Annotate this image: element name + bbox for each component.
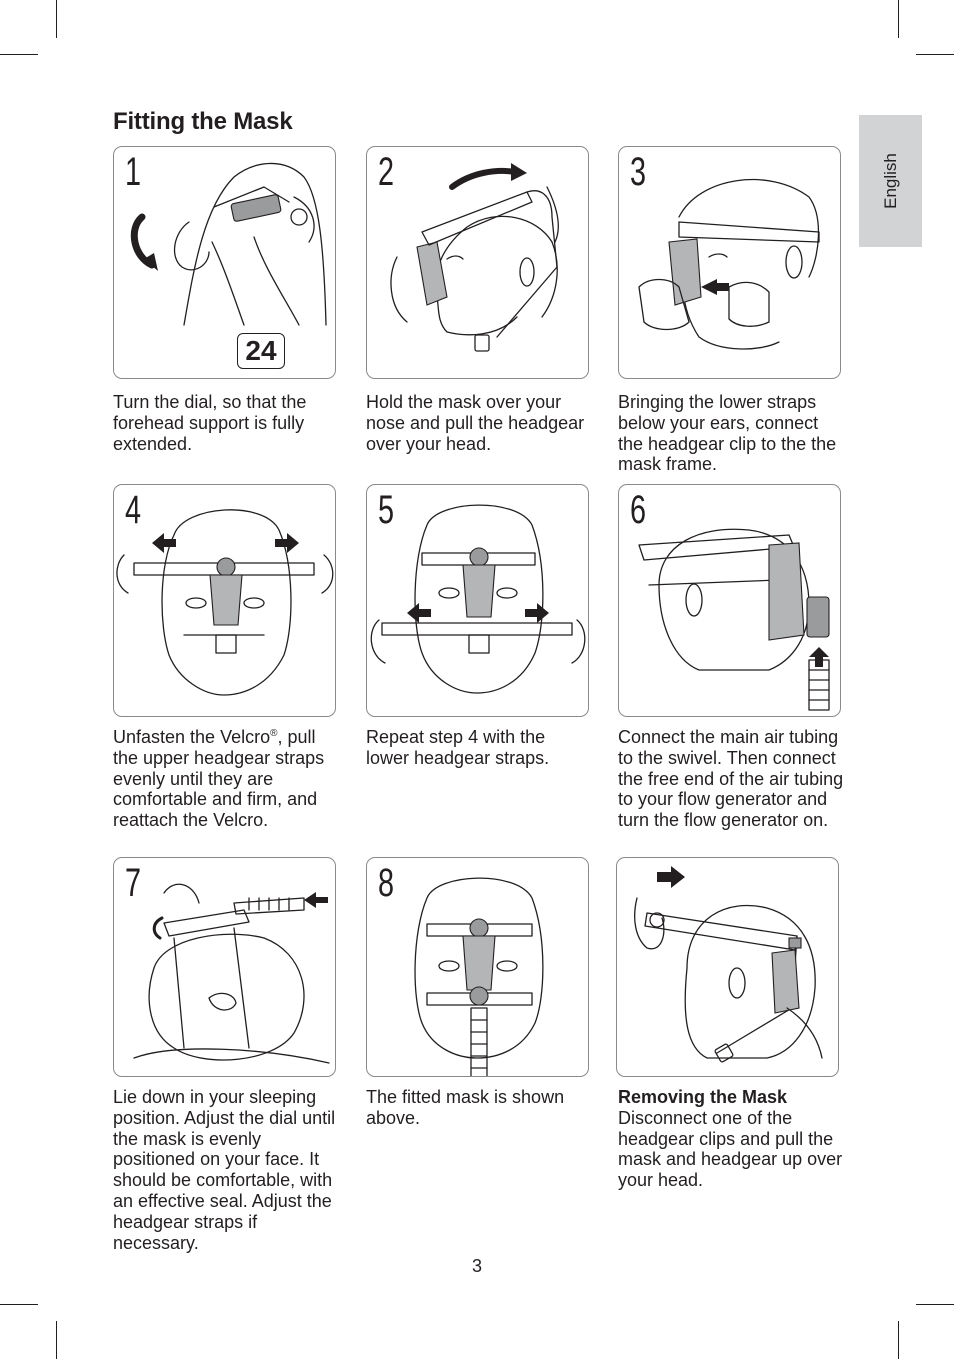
- removing-mask-panel: [616, 857, 839, 1077]
- step-8-panel: 8: [366, 857, 589, 1077]
- crop-mark: [56, 0, 57, 38]
- step-number: 7: [125, 861, 142, 905]
- crop-mark: [56, 1321, 57, 1359]
- removing-mask-text: Disconnect one of the headgear clips and…: [618, 1107, 843, 1191]
- step-6-panel: 6: [618, 484, 841, 717]
- page-number: 3: [471, 1256, 482, 1276]
- crop-mark: [0, 1304, 38, 1305]
- crop-mark: [898, 1321, 899, 1359]
- dial-setting-badge: 24: [237, 333, 285, 369]
- step-1-illustration: [130, 162, 327, 326]
- step-8-illustration: [414, 877, 544, 1076]
- removing-mask-heading: Removing the Mask: [618, 1087, 788, 1107]
- step-3-caption: Bringing the lower straps below your ear…: [618, 392, 837, 475]
- step-5-caption: Repeat step 4 with the lower headgear st…: [366, 727, 550, 768]
- step-2-panel: 2: [366, 146, 589, 379]
- page-title: Fitting the Mask: [113, 108, 293, 135]
- step-4-caption-start: Unfasten the Velcro: [113, 727, 271, 747]
- step-number: 8: [378, 861, 395, 905]
- step-3-panel: 3: [618, 146, 841, 379]
- step-7-caption: Lie down in your sleeping position. Adju…: [113, 1087, 336, 1253]
- step-7-illustration: [133, 883, 330, 1064]
- step-1-panel: 1 24: [113, 146, 336, 379]
- step-8-caption: The fitted mask is shown above.: [366, 1087, 565, 1128]
- step-4-panel: 4: [113, 484, 336, 717]
- step-number: 3: [630, 150, 647, 194]
- registered-mark: ®: [270, 728, 278, 739]
- step-5-illustration: [370, 504, 586, 694]
- step-6-illustration: [638, 528, 830, 711]
- step-4-caption: Unfasten the Velcro®, pull the upper hea…: [113, 727, 339, 831]
- step-3-illustration: [638, 178, 820, 350]
- step-7-panel: 7: [113, 857, 336, 1077]
- crop-mark: [916, 54, 954, 55]
- step-5-panel: 5: [366, 484, 589, 717]
- crop-mark: [898, 0, 899, 38]
- step-2-caption: Hold the mask over your nose and pull th…: [366, 392, 585, 454]
- step-4-caption-end: , pull the upper headgear straps evenly …: [113, 727, 325, 831]
- removing-mask-caption: Removing the Mask Disconnect one of the …: [618, 1087, 844, 1191]
- step-4-illustration: [116, 509, 334, 696]
- step-6-caption: Connect the main air tubing to the swive…: [618, 727, 844, 831]
- crop-mark: [0, 54, 38, 55]
- step-number: 6: [630, 488, 647, 532]
- step-number: 1: [125, 150, 142, 194]
- step-number: 2: [378, 150, 395, 194]
- language-tab: English: [859, 115, 922, 247]
- language-tab-label: English: [880, 153, 900, 209]
- removing-mask-illustration: [634, 866, 823, 1063]
- crop-mark: [916, 1304, 954, 1305]
- step-1-caption: Turn the dial, so that the forehead supp…: [113, 392, 307, 454]
- step-number: 4: [125, 488, 142, 532]
- step-number: 5: [378, 488, 395, 532]
- step-2-illustration: [390, 163, 559, 352]
